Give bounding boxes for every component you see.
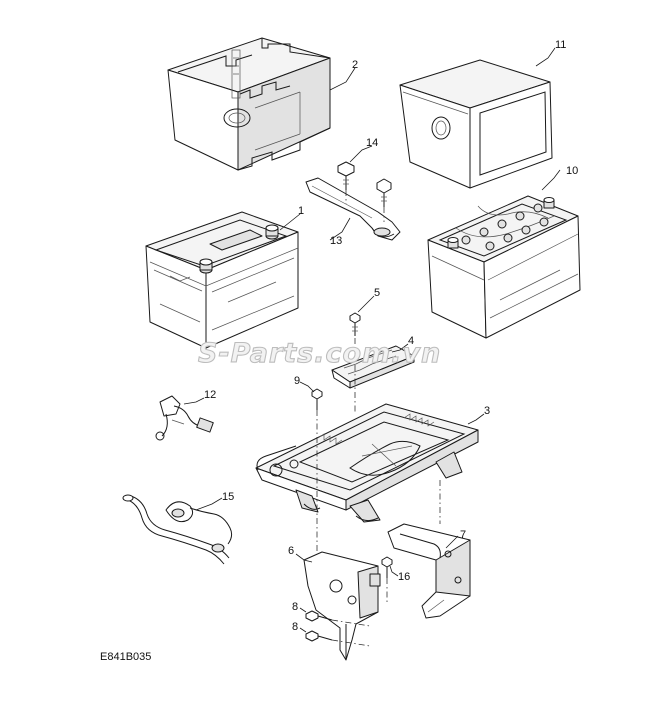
part-battery-cover [399,59,553,189]
part-battery-10 [427,195,581,339]
part-screw-9 [311,388,323,410]
part-spacer-4 [331,345,415,389]
part-bolt-14-a [337,161,355,190]
callout-2: 2 [352,59,358,71]
callout-labels: 2 11 14 10 1 13 5 4 9 3 12 15 7 6 16 8 8 [204,39,578,633]
leader-lines [183,47,561,633]
part-battery-1 [145,211,299,349]
assembly-centre-lines [316,190,441,647]
part-bolt-16 [381,556,393,578]
callout-5: 5 [374,287,380,299]
part-cable-15 [122,494,233,565]
callout-7: 7 [460,529,466,541]
watermark-text: S-Parts.com.vn [198,338,441,369]
callout-8a: 8 [292,601,298,613]
part-battery-tray [255,403,479,523]
callout-11: 11 [555,39,566,51]
part-bolt-14-b [376,178,392,207]
part-battery-box-open [167,37,331,171]
part-hold-down-clamp [305,177,401,241]
part-screw-8b [305,630,333,642]
callout-4: 4 [408,335,414,347]
callout-3: 3 [484,405,490,417]
callout-13: 13 [330,235,342,247]
part-bolt-5 [349,312,361,336]
part-sensor-12 [155,395,214,441]
callout-12: 12 [204,389,216,401]
callout-9: 9 [294,375,300,387]
callout-10: 10 [566,165,578,177]
part-screw-8a [305,610,333,622]
cover-logo-icon [431,116,451,140]
callout-8b: 8 [292,621,298,633]
callout-15: 15 [222,491,234,503]
box-logo-icon [223,108,251,128]
part-bracket-6 [303,551,381,661]
figure-reference-code: E841B035 [100,651,151,663]
callout-1: 1 [298,205,304,217]
part-bracket-7 [387,523,471,619]
callout-16: 16 [398,571,410,583]
callout-6: 6 [288,545,294,557]
callout-14: 14 [366,137,378,149]
